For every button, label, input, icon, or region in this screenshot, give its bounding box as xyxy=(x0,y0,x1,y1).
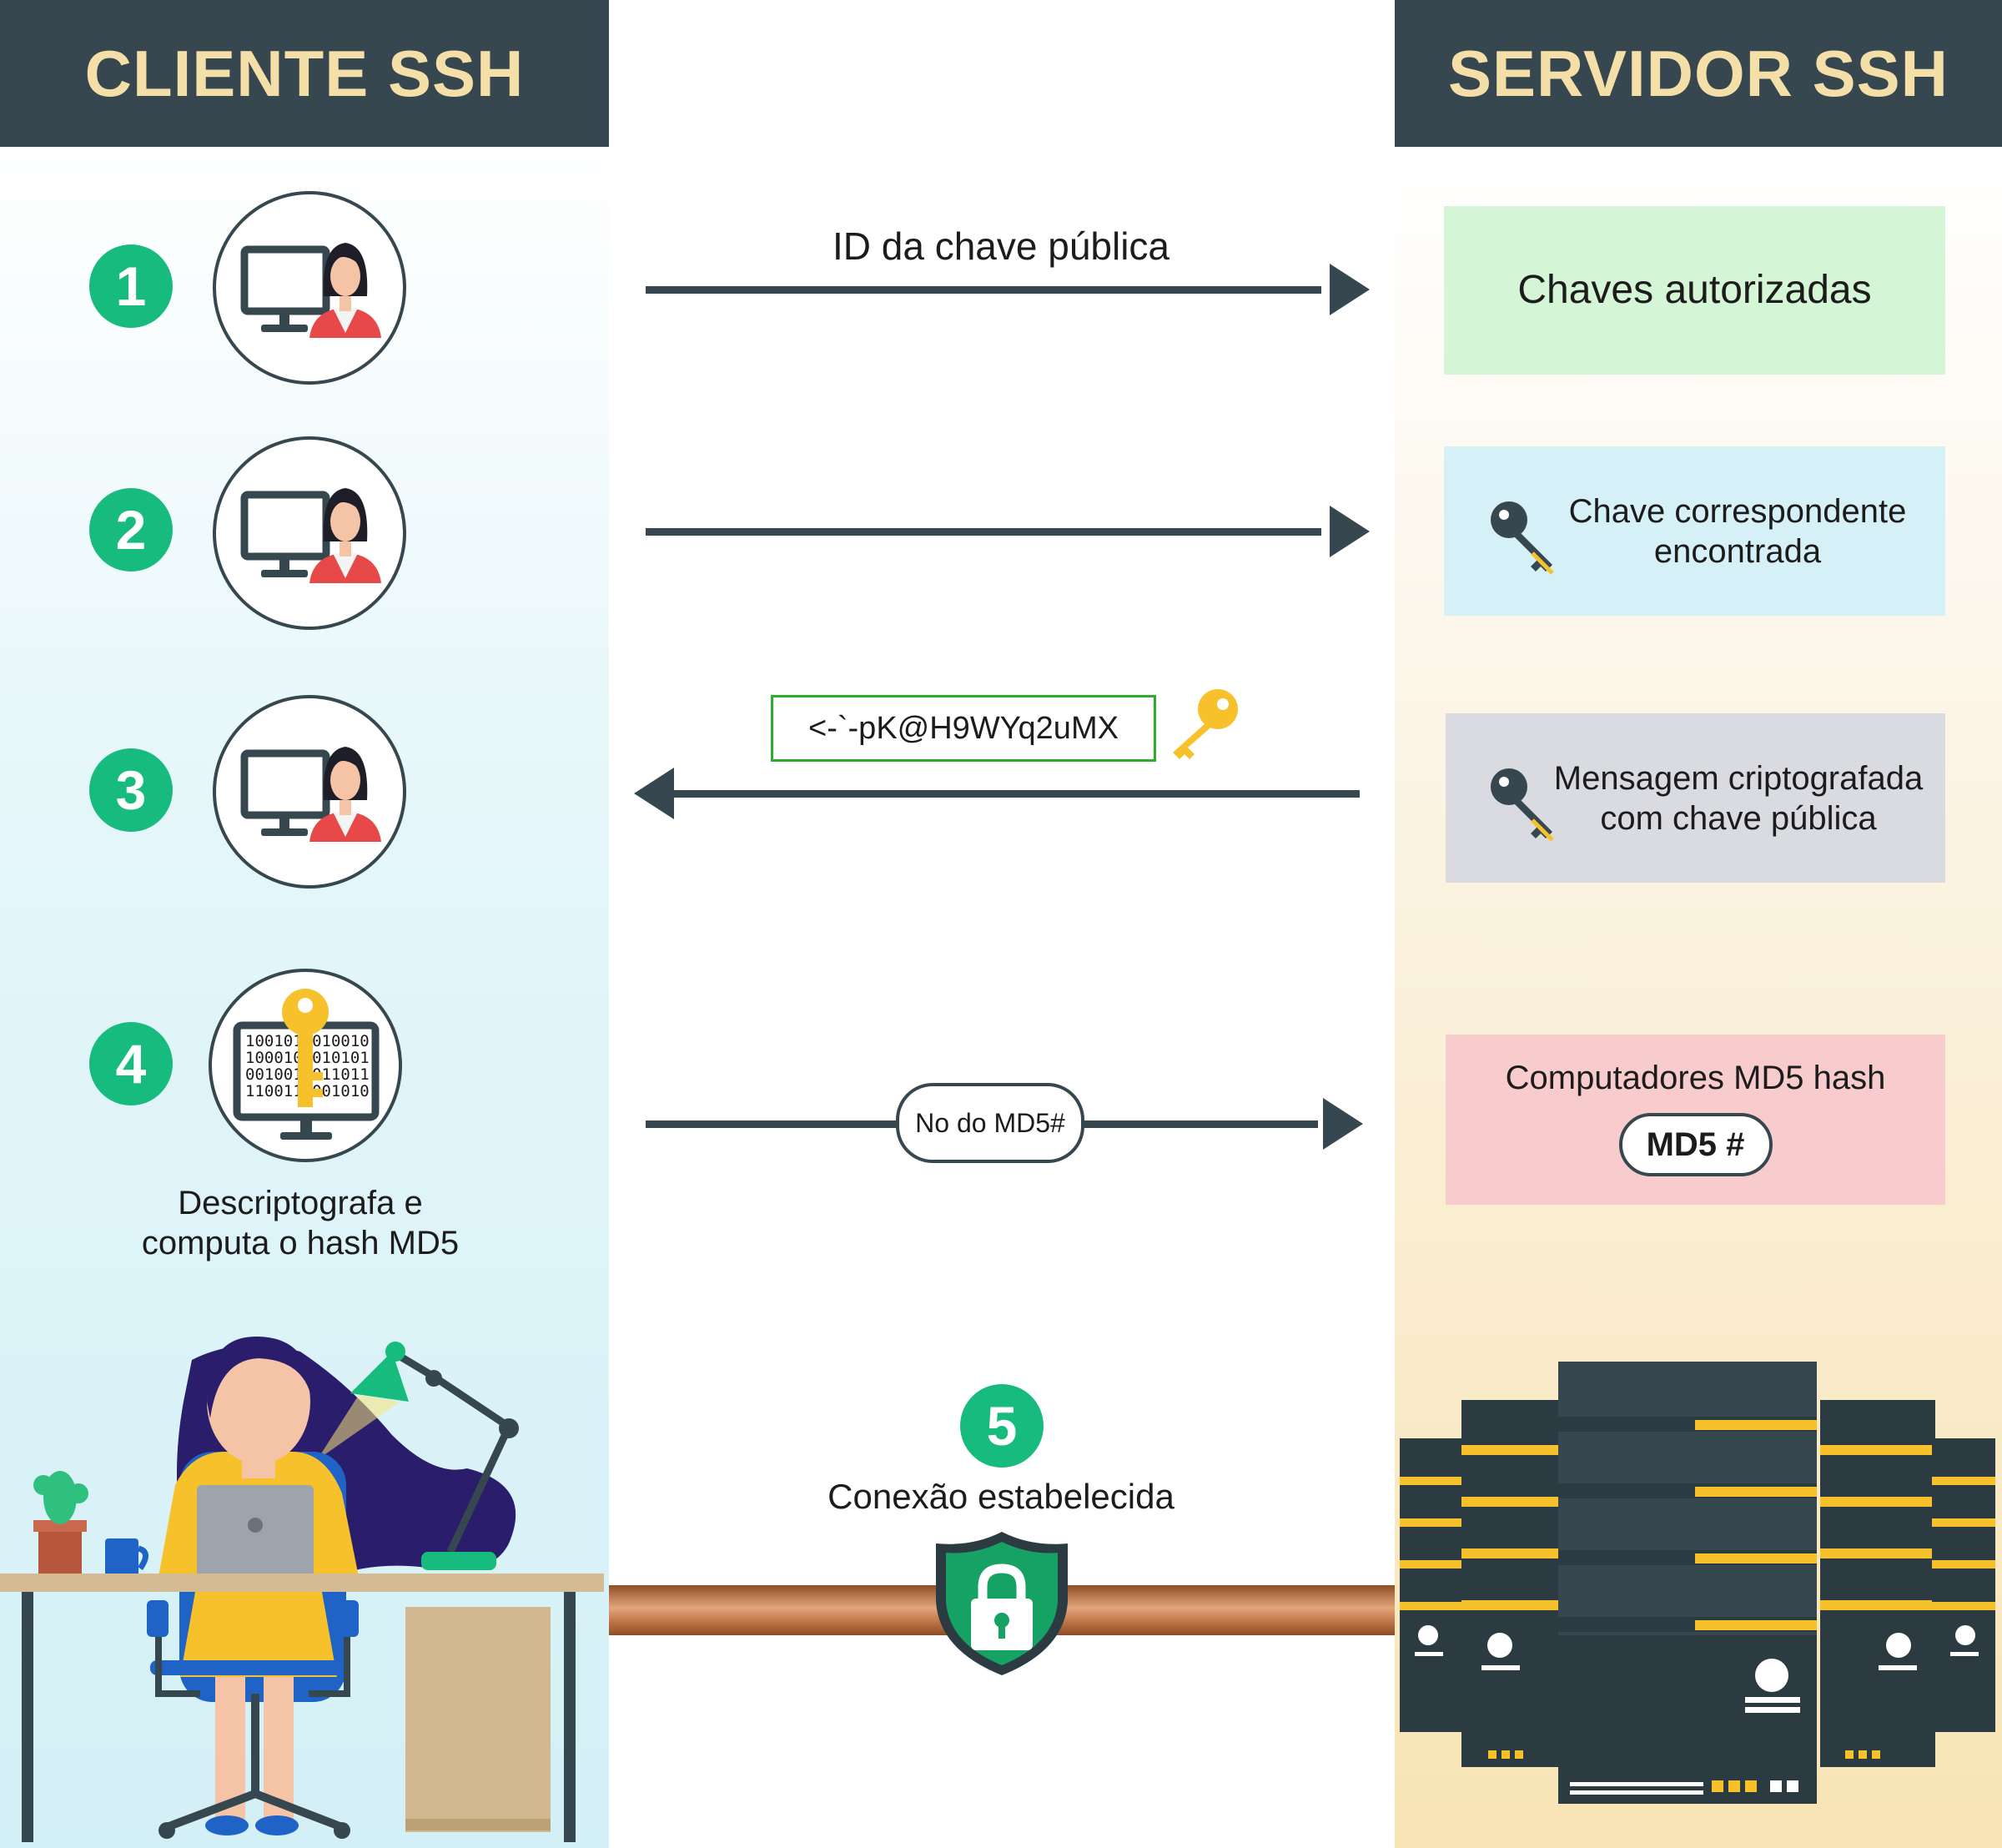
user-computer-icon xyxy=(213,436,406,630)
arrow-3 xyxy=(634,768,1360,819)
step-5-badge: 5 xyxy=(960,1384,1044,1468)
arrow-1 xyxy=(646,264,1370,315)
arrow-2 xyxy=(646,506,1370,557)
matching-key-line1: Chave correspondente xyxy=(1568,492,1907,530)
step-4-caption-line1: Descriptografa e xyxy=(178,1185,423,1221)
client-header: CLIENTE SSH xyxy=(0,0,609,147)
step-2-number: 2 xyxy=(115,499,147,561)
step-5-caption: Conexão estabelecida xyxy=(827,1477,1175,1516)
md5-number-pill: No do MD5# xyxy=(896,1083,1084,1163)
md5-number-label: No do MD5# xyxy=(915,1107,1065,1138)
arrow-1-label: ID da chave pública xyxy=(832,224,1170,268)
step-4-caption-line2: computa o hash MD5 xyxy=(141,1225,460,1261)
server-title: SERVIDOR SSH xyxy=(1447,36,1949,110)
step-5-number: 5 xyxy=(986,1395,1018,1457)
md5-hash-title: Computadores MD5 hash xyxy=(1505,1060,1886,1096)
server-rack-icon xyxy=(1400,1362,1995,1804)
authorized-keys-label: Chaves autorizadas xyxy=(1517,268,1872,313)
step-3-number: 3 xyxy=(115,759,147,821)
step-4-badge: 4 xyxy=(89,1022,173,1105)
key-icon xyxy=(1173,689,1238,759)
step-4-caption: Descriptografa e computa o hash MD5 xyxy=(92,1183,509,1263)
client-title: CLIENTE SSH xyxy=(84,36,525,110)
step-1-badge: 1 xyxy=(89,244,173,328)
step-3-badge: 3 xyxy=(89,748,173,832)
woman-at-desk-illustration xyxy=(0,1336,604,1842)
server-header: SERVIDOR SSH xyxy=(1395,0,2002,147)
encrypted-message-box: <-`-pK@H9WYq2uMX xyxy=(771,695,1156,762)
step-1-number: 1 xyxy=(115,255,147,317)
encrypted-message: <-`-pK@H9WYq2uMX xyxy=(808,710,1119,746)
md5-hash-pill-label: MD5 # xyxy=(1646,1126,1745,1163)
step-4-number: 4 xyxy=(115,1033,147,1095)
md5-hash-pill: MD5 # xyxy=(1618,1113,1773,1176)
encrypted-message-line1: Mensagem criptografada xyxy=(1553,759,1924,797)
md5-hash-box: Computadores MD5 hash MD5 # xyxy=(1446,1035,1945,1205)
matching-key-box: Chave correspondente encontrada xyxy=(1444,446,1945,616)
encrypted-message-line2: com chave pública xyxy=(1600,799,1877,837)
shield-lock-icon xyxy=(936,1532,1068,1675)
user-computer-icon xyxy=(213,695,406,889)
authorized-keys-box: Chaves autorizadas xyxy=(1444,206,1945,375)
encrypted-message-server-box: Mensagem criptografada com chave pública xyxy=(1446,713,1945,883)
user-computer-icon xyxy=(213,191,406,385)
step-2-badge: 2 xyxy=(89,488,173,572)
matching-key-line2: encontrada xyxy=(1653,532,1822,570)
encrypted-computer-icon: 1001011010010 1000101010101 001001101101… xyxy=(209,969,402,1162)
